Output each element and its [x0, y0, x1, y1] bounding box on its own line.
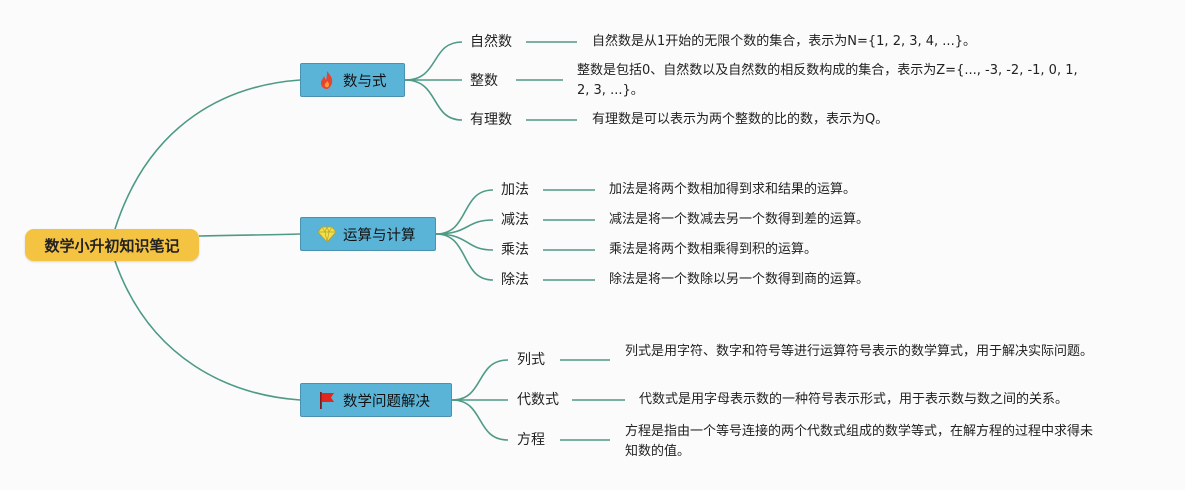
branch-topic-1[interactable]: 数与式 [300, 63, 405, 97]
link-b2-leaf-2 [435, 219, 494, 235]
branch-topic-2[interactable]: 运算与计算 [300, 217, 436, 251]
leaf-rational-number[interactable]: 有理数 [470, 112, 512, 128]
branch-label: 数学问题解决 [343, 393, 430, 410]
leaf-algebraic-expression[interactable]: 代数式 [517, 392, 559, 408]
leaf-desc: 减法是将一个数减去另一个数得到差的运算。 [609, 212, 870, 227]
leaf-multiplication[interactable]: 乘法 [501, 242, 529, 258]
leaf-desc: 自然数是从1开始的无限个数的集合，表示为N={1, 2, 3, 4, ...}。 [592, 34, 976, 49]
leaf-desc: 方程是指由一个等号连接的两个代数式组成的数学等式，在解方程的过程中求得未知数的值… [625, 424, 1094, 459]
root-topic[interactable]: 数学小升初知识笔记 [25, 229, 199, 261]
leaf-formula[interactable]: 列式 [517, 352, 545, 368]
leaf-desc: 加法是将两个数相加得到求和结果的运算。 [609, 182, 857, 197]
branch-label: 运算与计算 [343, 227, 416, 244]
leaf-integer[interactable]: 整数 [470, 73, 498, 89]
flag-icon [317, 390, 337, 410]
branch-topic-3[interactable]: 数学问题解决 [300, 383, 452, 417]
leaf-equation[interactable]: 方程 [517, 432, 545, 448]
leaf-desc: 有理数是可以表示为两个整数的比的数，表示为Q。 [592, 112, 889, 127]
fire-icon [317, 70, 337, 90]
leaf-division[interactable]: 除法 [501, 272, 529, 288]
link-b2-leaf-1 [435, 189, 494, 235]
leaf-subtraction[interactable]: 减法 [501, 212, 529, 228]
link-b3-leaf-3 [451, 399, 509, 441]
link-b1-leaf-1 [404, 41, 463, 81]
leaf-desc: 代数式是用字母表示数的一种符号表示形式，用于表示数与数之间的关系。 [639, 392, 1069, 407]
link-root-branch-3 [114, 260, 301, 401]
link-b1-leaf-3 [404, 79, 463, 121]
leaf-natural-number[interactable]: 自然数 [470, 34, 512, 50]
leaf-desc: 除法是将一个数除以另一个数得到商的运算。 [609, 272, 870, 287]
diamond-icon [317, 224, 337, 244]
link-b3-leaf-1 [451, 359, 509, 401]
link-b2-leaf-4 [435, 233, 494, 281]
branch-label: 数与式 [343, 73, 387, 90]
link-b2-leaf-3 [435, 233, 494, 251]
link-root-branch-1 [114, 79, 301, 230]
leaf-desc: 乘法是将两个数相乘得到积的运算。 [609, 242, 818, 257]
link-root-branch-2 [198, 233, 301, 237]
leaf-desc: 列式是用字符、数字和符号等进行运算符号表示的数学算式，用于解决实际问题。 [625, 344, 1094, 359]
leaf-addition[interactable]: 加法 [501, 182, 529, 198]
leaf-desc: 整数是包括0、自然数以及自然数的相反数构成的集合，表示为Z={..., -3, … [577, 63, 1078, 98]
